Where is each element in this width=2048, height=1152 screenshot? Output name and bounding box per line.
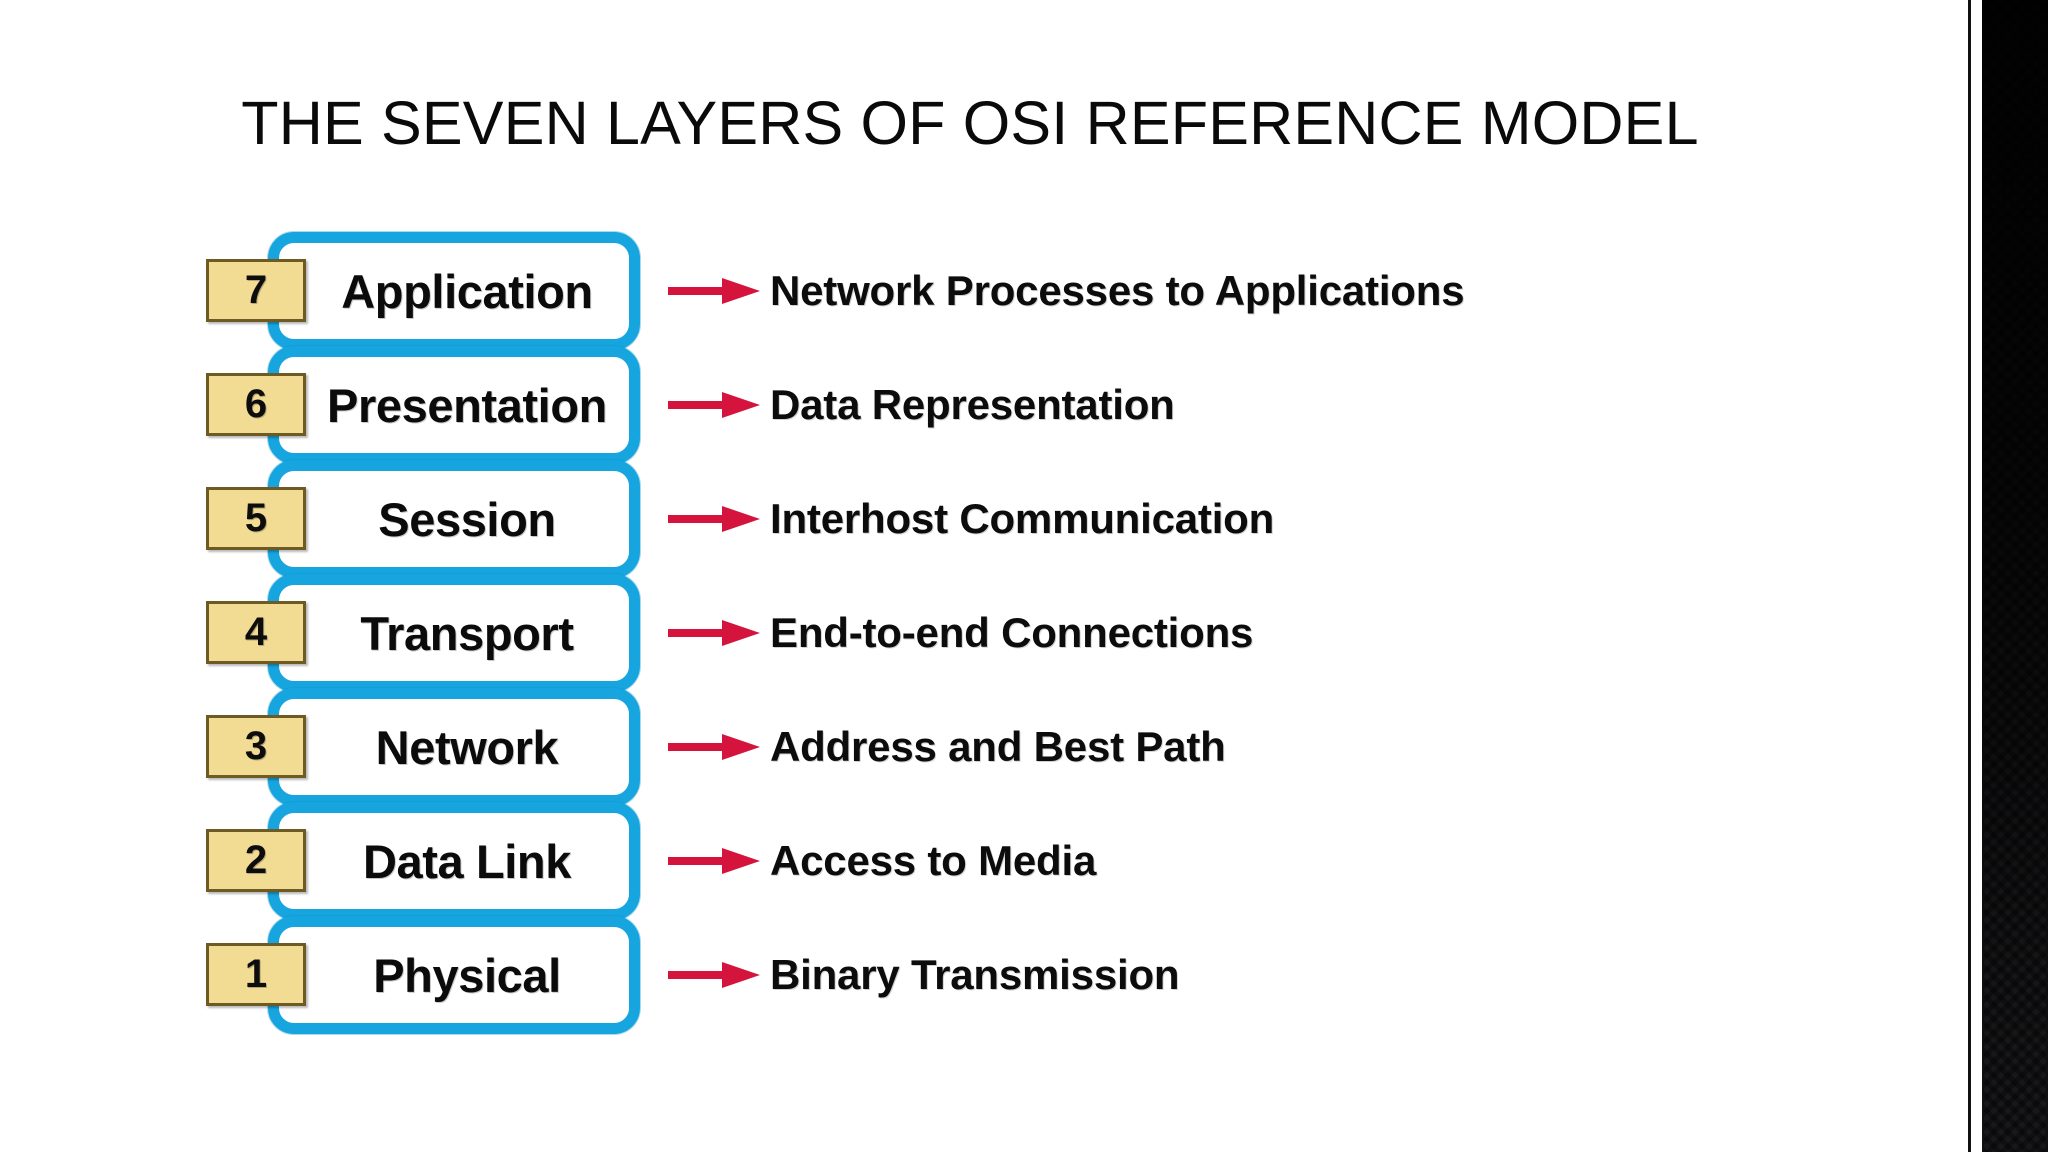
layer-description-1: Binary Transmission	[770, 951, 1180, 998]
layer-number-badge-4: 4	[206, 601, 306, 664]
layer-description-2: Access to Media	[770, 837, 1097, 884]
layer-description-4: End-to-end Connections	[770, 609, 1254, 656]
page-title: THE SEVEN LAYERS OF OSI REFERENCE MODEL	[241, 89, 1699, 157]
osi-layer-row-5[interactable]: Session 5 Interhost Communication	[206, 460, 1718, 580]
osi-layer-row-6[interactable]: Presentation 6 Data Representation	[206, 346, 1718, 466]
edge-gap	[1971, 0, 1982, 1152]
layer-box-7[interactable]: Application	[268, 232, 640, 350]
layer-number-badge-3: 3	[206, 715, 306, 778]
layer-name-4: Transport	[360, 606, 574, 660]
right-arrow-icon	[666, 842, 762, 880]
layer-description-7: Network Processes to Applications	[770, 267, 1465, 314]
right-arrow-icon	[666, 614, 762, 652]
layer-number-badge-5: 5	[206, 487, 306, 550]
osi-layer-row-7[interactable]: Application 7 Network Processes to Appli…	[206, 232, 1718, 352]
vertical-rule	[1968, 0, 1971, 1152]
layer-number-badge-6: 6	[206, 373, 306, 436]
osi-layer-stack: Application 7 Network Processes to Appli…	[206, 232, 1718, 1036]
layer-box-4[interactable]: Transport	[268, 574, 640, 692]
layer-box-2[interactable]: Data Link	[268, 802, 640, 920]
layer-box-6[interactable]: Presentation	[268, 346, 640, 464]
slide-right-border-decoration	[1960, 0, 2048, 1152]
right-arrow-icon	[666, 272, 762, 310]
osi-layer-row-3[interactable]: Network 3 Address and Best Path	[206, 688, 1718, 808]
layer-description-3: Address and Best Path	[770, 723, 1226, 770]
osi-layer-row-2[interactable]: Data Link 2 Access to Media	[206, 802, 1718, 922]
layer-box-3[interactable]: Network	[268, 688, 640, 806]
osi-layer-row-1[interactable]: Physical 1 Binary Transmission	[206, 916, 1718, 1036]
layer-number-badge-7: 7	[206, 259, 306, 322]
layer-name-2: Data Link	[363, 834, 571, 888]
layer-name-5: Session	[378, 492, 556, 546]
layer-name-6: Presentation	[327, 378, 607, 432]
layer-number-badge-2: 2	[206, 829, 306, 892]
right-arrow-icon	[666, 728, 762, 766]
layer-description-5: Interhost Communication	[770, 495, 1275, 542]
osi-layer-row-4[interactable]: Transport 4 End-to-end Connections	[206, 574, 1718, 694]
right-arrow-icon	[666, 956, 762, 994]
layer-name-7: Application	[341, 264, 593, 318]
texture-shading	[1982, 0, 2048, 1152]
layer-number-badge-1: 1	[206, 943, 306, 1006]
layer-box-5[interactable]: Session	[268, 460, 640, 578]
layer-description-6: Data Representation	[770, 381, 1175, 428]
right-arrow-icon	[666, 386, 762, 424]
layer-name-1: Physical	[373, 948, 561, 1002]
layer-name-3: Network	[375, 720, 559, 774]
right-arrow-icon	[666, 500, 762, 538]
layer-box-1[interactable]: Physical	[268, 916, 640, 1034]
